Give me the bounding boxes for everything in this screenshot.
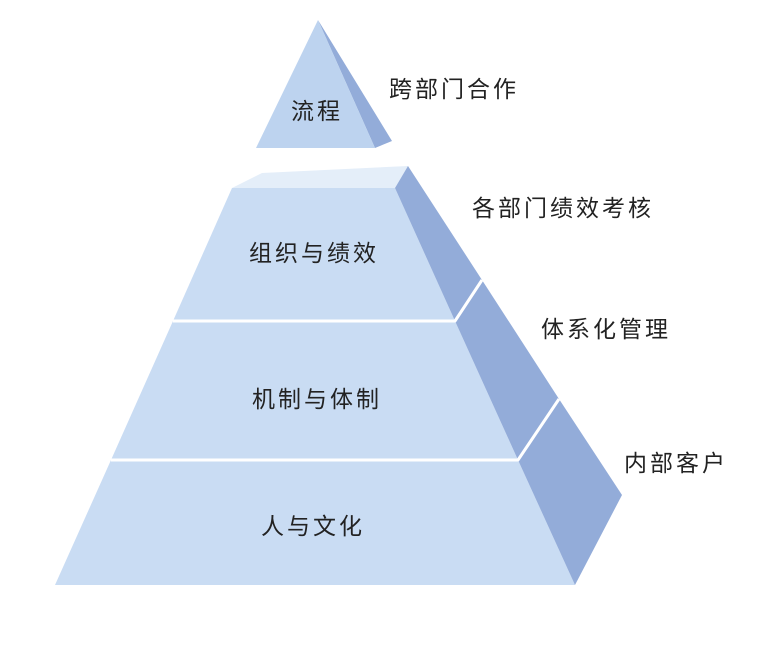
tier-2: 组织与绩效: [173, 166, 482, 321]
tier-2-label: 组织与绩效: [249, 241, 379, 267]
tier-4-side-face: [518, 399, 622, 585]
tier-4-front-face: [55, 460, 575, 585]
divider-tier-3-4: [111, 398, 561, 462]
side-label-tier-1: 跨部门合作: [389, 77, 519, 103]
side-label-tier-3: 体系化管理: [541, 317, 671, 343]
tier-2-front-face: [173, 188, 455, 321]
tier-1: 流程: [256, 20, 392, 148]
tier-4: 人与文化: [55, 399, 622, 585]
tier-1-front-face: [256, 20, 375, 148]
tier-3-side-face: [455, 280, 559, 460]
tier-2-side-face: [395, 166, 482, 321]
side-label-tier-2: 各部门绩效考核: [472, 196, 654, 222]
tier-1-side-face: [318, 20, 392, 148]
tier-1-label: 流程: [291, 99, 343, 125]
tier-3-label: 机制与体制: [252, 387, 382, 413]
side-label-tier-4: 内部客户: [624, 451, 728, 477]
tier-4-label: 人与文化: [261, 514, 365, 540]
divider-tier-2-3: [173, 279, 484, 323]
tier-3-front-face: [111, 321, 518, 460]
pyramid-top-face: [232, 166, 408, 188]
tier-3: 机制与体制: [111, 280, 559, 460]
